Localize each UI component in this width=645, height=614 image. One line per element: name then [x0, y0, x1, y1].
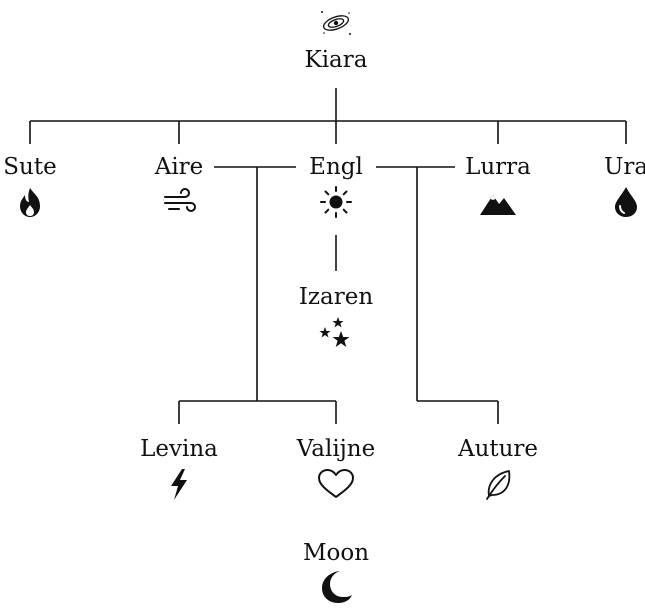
node-label: Engl	[309, 154, 363, 180]
wind-icon	[164, 188, 196, 212]
crescent-moon-icon	[322, 571, 352, 603]
stars-icon	[319, 317, 350, 347]
leaf-icon	[486, 470, 511, 500]
node-label: Moon	[302, 540, 370, 566]
node-levina: Levina	[119, 435, 239, 501]
node-label: Lurra	[465, 154, 531, 180]
node-label: Ura	[603, 154, 645, 180]
galaxy-icon	[321, 11, 351, 35]
node-engl: Engl	[276, 153, 396, 219]
mountain-icon	[480, 195, 516, 215]
node-label: Auture	[457, 436, 539, 462]
node-moon: Moon	[276, 539, 396, 605]
node-label: Valijne	[296, 436, 376, 462]
node-label: Aire	[154, 154, 204, 180]
sun-icon	[320, 186, 352, 218]
node-ura: Ura	[566, 153, 645, 219]
fire-icon	[20, 188, 40, 217]
node-izaren: Izaren	[276, 283, 396, 353]
node-auture: Auture	[438, 435, 558, 501]
node-sute: Sute	[0, 153, 90, 219]
node-kiara: Kiara	[276, 6, 396, 74]
water-drop-icon	[615, 187, 637, 217]
lightning-icon	[171, 469, 187, 500]
heart-icon	[318, 469, 354, 498]
node-lurra: Lurra	[438, 153, 558, 219]
node-label: Sute	[3, 154, 57, 180]
node-aire: Aire	[119, 153, 239, 219]
node-label: Kiara	[304, 47, 368, 73]
node-label: Izaren	[298, 284, 374, 310]
node-valijne: Valijne	[276, 435, 396, 501]
node-label: Levina	[140, 436, 218, 462]
